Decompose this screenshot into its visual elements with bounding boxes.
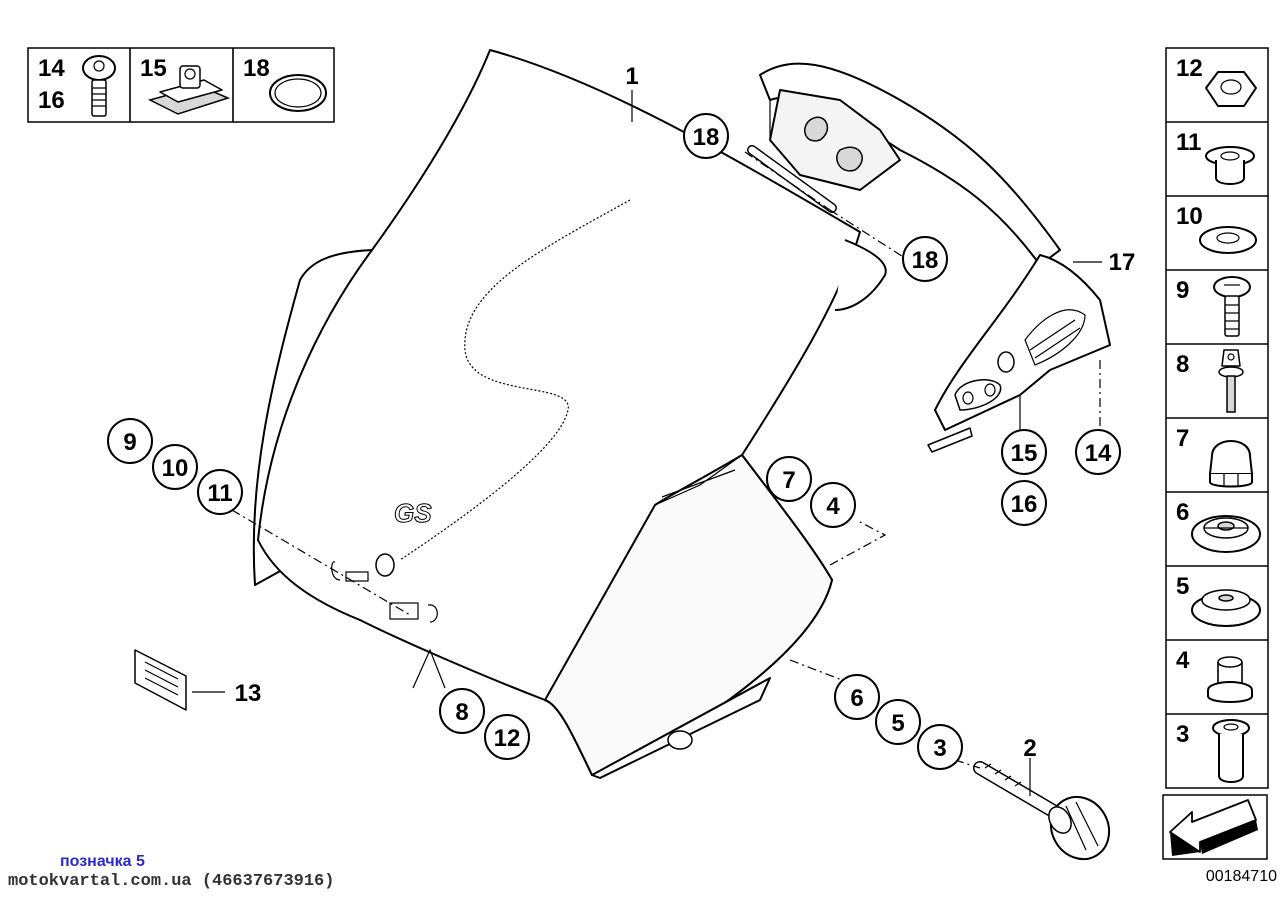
panel-label-3: 3: [1176, 721, 1189, 748]
svg-text:11: 11: [207, 480, 232, 507]
clip-nut-icon: [147, 65, 231, 115]
spacer-sleeve-icon: [1207, 656, 1253, 703]
callout-7: 7: [766, 456, 812, 502]
panel-label-5: 5: [1176, 573, 1189, 600]
panel-label-12: 12: [1176, 55, 1203, 82]
svg-text:14: 14: [1085, 440, 1112, 467]
callout-11: 11: [197, 469, 243, 515]
svg-text:10: 10: [162, 455, 189, 482]
callout-15: 15: [1001, 429, 1047, 475]
gs-emblem: GS: [394, 498, 432, 528]
hardware-inset: 14 16 15 18: [27, 47, 335, 123]
callout-3: 3: [917, 724, 963, 770]
grommet-slotted-icon: [1191, 515, 1261, 553]
warning-label-part: [134, 649, 187, 711]
adjuster-screw-part: [973, 761, 1111, 861]
callout-10: 10: [152, 444, 198, 490]
callout-14: 14: [1075, 429, 1121, 475]
inset-label-18: 18: [243, 55, 270, 82]
svg-text:5: 5: [891, 710, 904, 737]
label-1: 1: [625, 63, 638, 90]
callout-9: 9: [107, 418, 153, 464]
svg-text:6: 6: [850, 685, 863, 712]
label-17: 17: [1109, 249, 1136, 276]
callout-4: 4: [810, 482, 856, 528]
flanged-bushing-icon: [1212, 719, 1250, 783]
cap-nut-icon: [1209, 440, 1253, 488]
svg-text:4: 4: [826, 493, 840, 520]
panel-label-8: 8: [1176, 351, 1189, 378]
washer-icon: [1199, 226, 1257, 254]
panel-label-4: 4: [1176, 647, 1190, 674]
panel-label-9: 9: [1176, 277, 1189, 304]
panel-label-7: 7: [1176, 425, 1189, 452]
drawing-reference-number: 00184710: [1205, 868, 1277, 885]
source-watermark: motokvartal.com.ua (46637673916): [8, 872, 335, 891]
callout-16: 16: [1001, 480, 1047, 526]
panel-label-11: 11: [1176, 129, 1201, 156]
svg-text:15: 15: [1011, 440, 1038, 467]
hardware-side-panel: 12 11 10 9 8 7: [1165, 47, 1269, 789]
callout-5: 5: [875, 699, 921, 745]
callout-8: 8: [439, 688, 485, 734]
leader-lines: [192, 90, 1102, 796]
hex-nut-icon: [1205, 71, 1257, 107]
callout-6: 6: [834, 674, 880, 720]
eye-bolt-icon: [1218, 349, 1244, 413]
svg-text:8: 8: [455, 699, 468, 726]
collar-nut-icon: [1205, 146, 1255, 185]
callout-18-upper: 18: [683, 113, 729, 159]
callout-bubbles: 18 18 9 10 11 7 4 15 14 16 8 12 6 5 3: [107, 113, 1121, 770]
pan-head-screw-icon: [1213, 276, 1251, 337]
svg-text:16: 16: [1011, 491, 1038, 518]
callout-18-lower: 18: [902, 236, 948, 282]
panel-label-10: 10: [1176, 203, 1203, 230]
label-2: 2: [1023, 735, 1036, 762]
bracket-assembly-part: [747, 62, 1111, 453]
svg-text:18: 18: [912, 247, 939, 274]
svg-text:18: 18: [693, 124, 720, 151]
callout-12: 12: [484, 714, 530, 760]
svg-text:7: 7: [782, 467, 795, 494]
label-13: 13: [235, 680, 262, 707]
diagram-caption: позначка 5: [60, 853, 145, 870]
rubber-grommet-icon: [1191, 589, 1261, 627]
svg-text:9: 9: [123, 429, 136, 456]
inset-label-16: 16: [38, 87, 65, 114]
inset-label-15: 15: [140, 55, 167, 82]
svg-text:3: 3: [933, 735, 946, 762]
panel-label-6: 6: [1176, 499, 1189, 526]
o-ring-icon: [269, 74, 327, 112]
forward-arrow-icon: [1169, 799, 1258, 856]
inset-label-14: 14: [38, 55, 65, 82]
torx-bolt-icon: [82, 55, 116, 117]
direction-arrow-box: [1162, 794, 1268, 860]
svg-text:12: 12: [494, 725, 521, 752]
windscreen-part: GS: [252, 49, 887, 779]
